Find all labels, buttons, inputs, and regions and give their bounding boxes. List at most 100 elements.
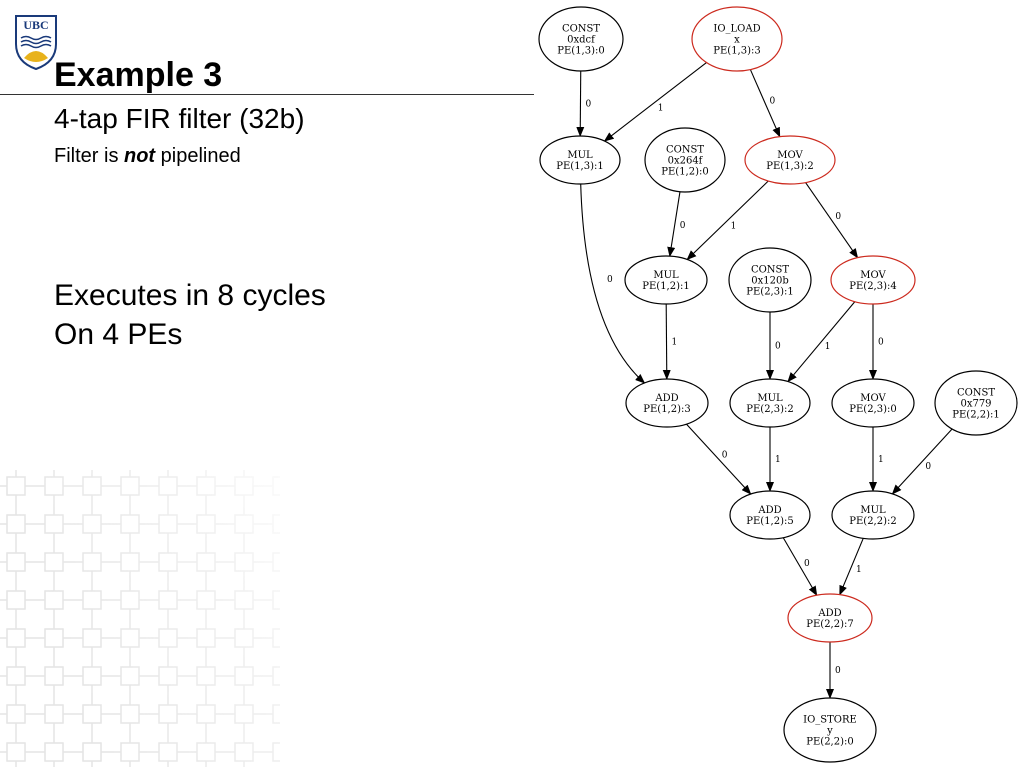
edge-add_12_3-to-add_12_5: 0 bbox=[686, 423, 752, 495]
node-ellipse bbox=[625, 378, 709, 428]
edge-port-label: 0 bbox=[680, 221, 686, 231]
grid-decoration bbox=[0, 470, 280, 767]
edge-const_120b-to-mul_23: 0 bbox=[766, 312, 781, 380]
node-label: PE(2,2):0 bbox=[806, 737, 853, 748]
body-line-pes: On 4 PEs bbox=[54, 318, 183, 351]
edge-port-label: 0 bbox=[835, 212, 841, 222]
node-label: y bbox=[826, 726, 833, 737]
logo-text: UBC bbox=[23, 18, 48, 32]
node-label: PE(1,2):5 bbox=[746, 516, 793, 527]
edge-mul_22-to-add_22: 1 bbox=[839, 538, 864, 596]
node-label: CONST bbox=[957, 388, 995, 399]
edge-port-label: 0 bbox=[607, 275, 613, 285]
logo-waves bbox=[20, 35, 52, 49]
edge-io_load-to-mul_13: 1 bbox=[603, 62, 707, 142]
node-label: MOV bbox=[777, 150, 803, 161]
edge-port-label: 0 bbox=[769, 96, 775, 106]
node-label: PE(1,2):3 bbox=[643, 404, 690, 415]
edge-port-label: 1 bbox=[856, 565, 862, 575]
edge-port-label: 0 bbox=[722, 450, 728, 460]
edge-port-label: 0 bbox=[925, 462, 931, 472]
logo-sun bbox=[24, 51, 48, 62]
title-rule bbox=[0, 94, 534, 95]
edge-arrow bbox=[839, 538, 864, 596]
logo-shield bbox=[15, 15, 57, 70]
node-ellipse bbox=[783, 697, 877, 763]
node-label: 0x264f bbox=[668, 156, 704, 167]
pipeline-note: Filter is not pipelined bbox=[54, 145, 241, 168]
edge-port-label: 1 bbox=[775, 455, 781, 465]
note-prefix: Filter is bbox=[54, 145, 124, 167]
edge-const_779-to-mul_22: 0 bbox=[891, 428, 953, 495]
edge-port-label: 0 bbox=[835, 666, 841, 676]
edge-mul_12-to-add_12_3: 1 bbox=[662, 303, 677, 380]
node-ellipse bbox=[539, 135, 621, 185]
edge-mov_23_4-to-mul_23: 1 bbox=[787, 301, 856, 383]
edge-port-label: 1 bbox=[731, 221, 737, 231]
node-ellipse bbox=[787, 593, 873, 643]
node-ellipse bbox=[830, 255, 916, 305]
node-label: PE(2,2):2 bbox=[849, 516, 896, 527]
node-label: PE(2,3):1 bbox=[746, 287, 793, 298]
edge-arrow bbox=[787, 301, 856, 383]
edge-port-label: 1 bbox=[825, 342, 831, 352]
node-label: CONST bbox=[666, 145, 704, 156]
edge-port-label: 0 bbox=[775, 342, 781, 352]
node-label: MUL bbox=[567, 150, 593, 161]
node-label: PE(1,3):0 bbox=[557, 46, 604, 57]
edge-mul_23-to-add_12_5: 1 bbox=[766, 427, 781, 492]
edge-arrow bbox=[749, 69, 781, 138]
edge-const_264f-to-mul_12: 0 bbox=[667, 191, 686, 258]
node-label: PE(1,3):2 bbox=[766, 161, 813, 172]
node-ellipse bbox=[624, 255, 708, 305]
edge-arrow bbox=[805, 182, 859, 259]
edge-const_xdcf-to-mul_13: 0 bbox=[576, 70, 591, 137]
node-label: PE(1,2):1 bbox=[642, 281, 689, 292]
edge-arrow bbox=[782, 537, 818, 597]
node-label: ADD bbox=[817, 608, 841, 619]
body-line-cycles: Executes in 8 cycles bbox=[54, 279, 326, 312]
node-label: 0x120b bbox=[751, 276, 789, 287]
node-label: MUL bbox=[860, 505, 886, 516]
node-ellipse bbox=[831, 490, 915, 540]
node-ellipse bbox=[691, 6, 783, 72]
edge-port-label: 1 bbox=[878, 455, 884, 465]
edge-mov_13-to-mul_12: 1 bbox=[686, 180, 769, 261]
node-label: PE(1,3):1 bbox=[556, 161, 603, 172]
node-label: MUL bbox=[653, 270, 679, 281]
node-ellipse bbox=[538, 6, 624, 72]
edge-arrow bbox=[576, 70, 585, 137]
node-ellipse bbox=[729, 490, 811, 540]
edge-arrow bbox=[662, 303, 671, 380]
node-ellipse bbox=[644, 127, 726, 193]
note-emphasis: not bbox=[124, 145, 156, 167]
edge-mov_23_4-to-mov_23_0: 0 bbox=[869, 304, 884, 380]
edge-arrow bbox=[686, 423, 752, 495]
node-label: IO_STORE bbox=[803, 715, 857, 726]
node-ellipse bbox=[729, 378, 811, 428]
edge-arrow bbox=[686, 180, 769, 261]
node-label: PE(1,2):0 bbox=[661, 167, 708, 178]
node-ellipse bbox=[728, 247, 812, 313]
edge-port-label: 1 bbox=[658, 103, 664, 113]
edge-port-label: 0 bbox=[585, 100, 591, 110]
nodes-layer: CONST0xdcfPE(1,3):0IO_LOADxPE(1,3):3MULP… bbox=[538, 6, 1018, 763]
node-label: PE(2,3):2 bbox=[746, 404, 793, 415]
node-label: CONST bbox=[751, 265, 789, 276]
node-ellipse bbox=[744, 135, 836, 185]
node-label: ADD bbox=[654, 393, 678, 404]
node-label: PE(2,3):4 bbox=[849, 281, 896, 292]
node-label: PE(1,3):3 bbox=[713, 46, 760, 57]
